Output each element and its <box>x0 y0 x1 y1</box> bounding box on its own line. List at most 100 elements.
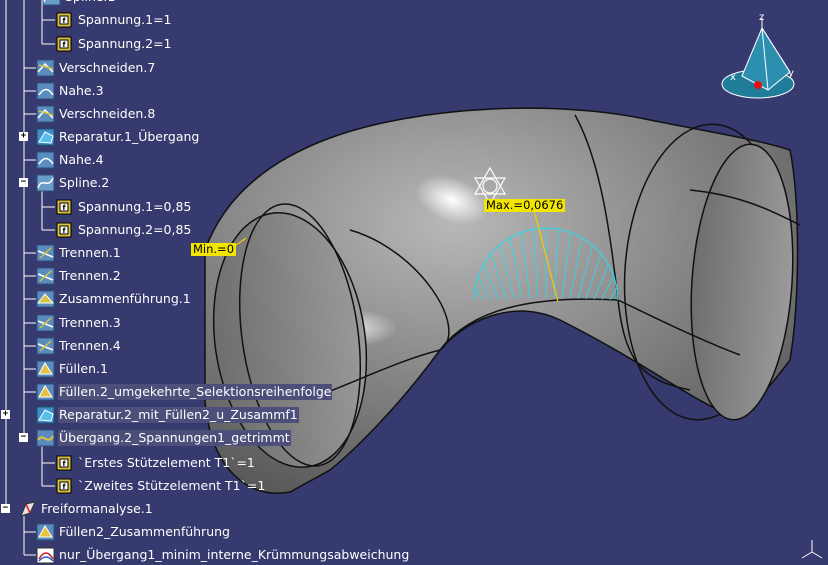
patch-boundary-4 <box>617 299 741 356</box>
svg-text:f: f <box>62 41 66 49</box>
patch-boundary-5 <box>617 299 691 391</box>
curvature-comb-spike <box>585 253 602 300</box>
tree-item[interactable]: Trennen.1 <box>36 243 122 263</box>
tree-item-label: Spannung.1=0,85 <box>78 199 192 214</box>
tree-item[interactable]: Verschneiden.8 <box>36 104 156 124</box>
tree-item[interactable]: Trennen.4 <box>36 336 122 356</box>
tree-item-label: Trennen.2 <box>59 268 121 283</box>
curvature-comb-spike <box>601 275 615 300</box>
tree-item-label: Spannung.2=0,85 <box>78 222 192 237</box>
fill-icon <box>36 382 56 402</box>
tree-item-label: Trennen.1 <box>59 245 121 260</box>
expand-toggle-icon[interactable]: + <box>19 131 28 141</box>
tension-icon: f <box>55 34 75 54</box>
pipe-left-opening-inner[interactable] <box>198 203 382 477</box>
curvature-comb-spike <box>499 244 515 299</box>
tree-item[interactable]: Übergang.2_Spannungen1_getrimmt <box>36 428 291 448</box>
expand-toggle-icon[interactable]: + <box>1 409 10 419</box>
svg-text:f: f <box>62 17 66 25</box>
tree-item-label: Verschneiden.8 <box>59 106 156 121</box>
tree-item[interactable]: f Spannung.1=1 <box>55 10 173 30</box>
tree-item-label: `Zweites Stützelement T1`=1 <box>78 478 266 493</box>
tree-item-label: Verschneiden.7 <box>59 60 156 75</box>
tree-item[interactable]: Nahe.4 <box>36 150 105 170</box>
patch-boundary-7 <box>319 349 441 396</box>
tree-item[interactable]: Trennen.3 <box>36 313 122 333</box>
curvature-comb-spike <box>509 237 523 299</box>
tree-item-label: Nahe.3 <box>59 83 104 98</box>
tension-icon: f <box>55 197 75 217</box>
tree-item[interactable]: Nahe.3 <box>36 81 105 101</box>
fill-icon <box>36 359 56 379</box>
svg-text:f: f <box>62 460 66 468</box>
blend-icon <box>36 428 56 448</box>
tree-item-label: Trennen.4 <box>59 338 121 353</box>
tree-item[interactable]: Füllen2_Zusammenführung <box>36 522 231 542</box>
curvature-comb-spike <box>577 244 593 299</box>
tree-item-label: Nahe.4 <box>59 152 104 167</box>
curvature-comb-spike <box>593 263 609 300</box>
curvature-comb[interactable] <box>473 227 619 301</box>
tree-item-label: Trennen.3 <box>59 315 121 330</box>
tree-item[interactable]: nur_Übergang1_minim_interne_Krümmungsabw… <box>36 545 410 565</box>
split-icon <box>36 313 56 333</box>
pipe-right-opening-inner[interactable] <box>682 141 801 423</box>
tree-item-label: Füllen.2_umgekehrte_Selektionsreihenfolg… <box>58 384 333 400</box>
tree-item[interactable]: Zusammenführung.1 <box>36 289 192 309</box>
tree-item[interactable]: Verschneiden.7 <box>36 58 156 78</box>
min-curvature-label: Min.=0 <box>191 242 237 256</box>
compass-manipulator-marker[interactable] <box>473 166 507 206</box>
tree-item[interactable]: Freiformanalyse.1 <box>18 499 154 519</box>
tree-item-label: Spannung.2=1 <box>78 36 172 51</box>
compass[interactable]: z y x <box>721 12 795 99</box>
tree-item[interactable]: Spline.1 <box>42 0 116 7</box>
patch-boundary-1 <box>349 229 450 351</box>
tree-item-label: `Erstes Stützelement T1`=1 <box>78 455 255 470</box>
curvature-comb-spike <box>490 253 507 300</box>
tree-item[interactable]: f Spannung.2=1 <box>55 34 173 54</box>
near-icon <box>36 81 56 101</box>
freestyle-analysis-icon <box>18 499 38 519</box>
highlight-top <box>415 175 489 225</box>
tree-item-label: nur_Übergang1_minim_interne_Krümmungsabw… <box>59 547 410 562</box>
tree-item[interactable]: Trennen.2 <box>36 266 122 286</box>
tree-item-label: Zusammenführung.1 <box>59 291 191 306</box>
curvature-comb-spike <box>561 232 572 299</box>
collapse-toggle-icon[interactable]: − <box>1 503 10 513</box>
tree-item[interactable]: f `Zweites Stützelement T1`=1 <box>55 476 266 496</box>
fill-icon <box>36 522 56 542</box>
intersect-icon <box>36 104 56 124</box>
repair-icon <box>36 127 56 147</box>
tree-item-label: Freiformanalyse.1 <box>41 501 153 516</box>
curvature-comb-spike <box>609 287 618 300</box>
tree-item-label: Spline.1 <box>64 0 116 5</box>
curvature-comb-spike <box>533 229 539 299</box>
tension-icon: f <box>55 453 75 473</box>
tree-item[interactable]: f `Erstes Stützelement T1`=1 <box>55 453 256 473</box>
tree-item[interactable]: Reparatur.2_mit_Füllen2_u_Zusammf1 <box>36 405 299 425</box>
patch-boundary-3 <box>439 298 619 351</box>
split-icon <box>36 243 56 263</box>
max-curvature-label: Max.=0,0676 <box>484 198 566 212</box>
patch-boundary-2 <box>574 114 619 301</box>
curvature-analysis-icon <box>36 545 56 565</box>
split-icon <box>36 266 56 286</box>
tree-item[interactable]: Reparatur.1_Übergang <box>36 127 200 147</box>
join-icon <box>36 289 56 309</box>
svg-text:f: f <box>62 483 66 491</box>
spline-icon <box>42 0 62 7</box>
collapse-toggle-icon[interactable]: − <box>19 177 28 187</box>
tree-item[interactable]: Füllen.1 <box>36 359 109 379</box>
curvature-comb-spike <box>474 287 483 300</box>
tension-icon: f <box>55 220 75 240</box>
collapse-toggle-icon[interactable]: − <box>19 432 28 442</box>
tree-item[interactable]: Spline.2 <box>36 173 110 193</box>
axis-glyph-icon <box>801 540 823 559</box>
intersect-icon <box>36 58 56 78</box>
spline-icon <box>36 173 56 193</box>
tree-item-label: Spannung.1=1 <box>78 12 172 27</box>
tree-item[interactable]: Füllen.2_umgekehrte_Selektionsreihenfolg… <box>36 382 333 402</box>
